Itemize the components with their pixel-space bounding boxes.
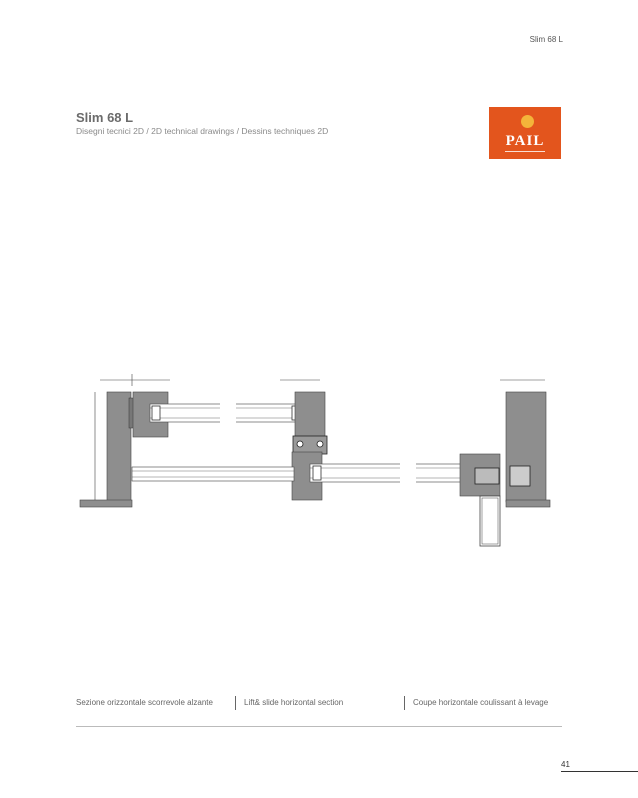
fixed-sash-right bbox=[294, 391, 326, 438]
lock-mechanism bbox=[474, 467, 500, 485]
dimension-lines bbox=[94, 374, 545, 500]
running-header: Slim 68 L bbox=[529, 35, 563, 44]
page-number-rule bbox=[561, 771, 638, 772]
caption-separator bbox=[404, 696, 405, 710]
right-sill bbox=[505, 499, 551, 508]
logo-underline bbox=[505, 151, 545, 152]
caption-italian: Sezione orizzontale scorrevole alzante bbox=[76, 698, 213, 707]
sun-icon bbox=[521, 115, 534, 128]
footer-rule bbox=[76, 726, 562, 727]
pail-logo: PAIL bbox=[489, 107, 561, 159]
caption-separator bbox=[235, 696, 236, 710]
left-sill bbox=[79, 499, 133, 508]
glass-unit-sliding bbox=[309, 463, 481, 483]
caption-french: Coupe horizontale coulissant à levage bbox=[413, 698, 549, 707]
break-gap bbox=[220, 400, 236, 428]
logo-wordmark: PAIL bbox=[505, 133, 545, 149]
page-number: 41 bbox=[561, 760, 570, 769]
technical-drawing bbox=[79, 374, 551, 547]
caption-english: Lift& slide horizontal section bbox=[244, 698, 344, 707]
left-jamb bbox=[106, 391, 132, 503]
page-title: Slim 68 L bbox=[76, 110, 134, 125]
track-rail bbox=[131, 466, 295, 482]
lift-slide-handle bbox=[479, 495, 501, 547]
page-subtitle: Disegni tecnici 2D / 2D technical drawin… bbox=[76, 126, 329, 136]
keeper bbox=[509, 465, 531, 487]
